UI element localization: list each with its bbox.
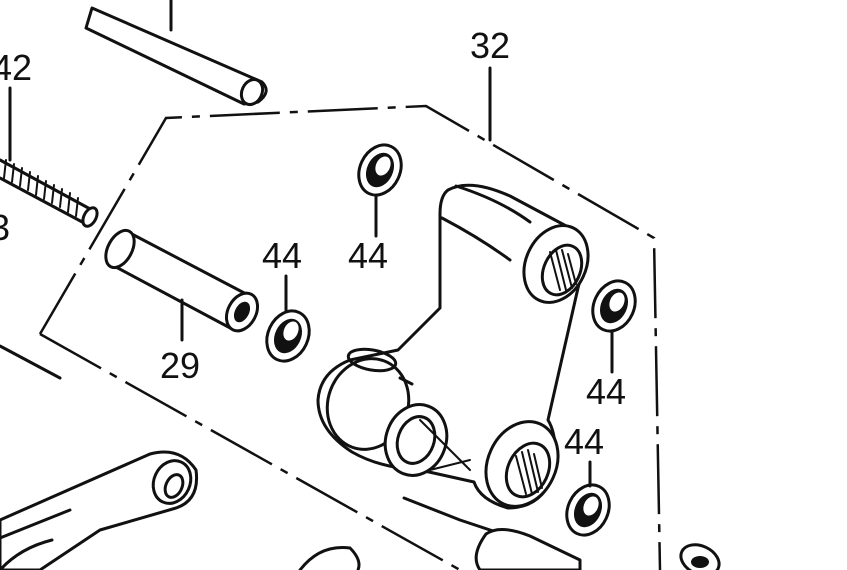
label-32: 32 — [470, 25, 510, 66]
label-44-left: 44 — [262, 235, 302, 276]
seal-44-left — [265, 274, 311, 363]
seal-44-bottom — [565, 460, 611, 537]
label-42: 42 — [0, 47, 32, 88]
kit-outline-lower — [39, 332, 461, 570]
pin-29 — [104, 228, 260, 342]
lower-bracket — [402, 496, 721, 570]
seal-44-top — [357, 143, 403, 238]
swing-arm — [0, 344, 361, 570]
label-44-right: 44 — [586, 371, 626, 412]
label-3: 3 — [0, 207, 10, 248]
label-44-bottom: 44 — [564, 421, 604, 462]
label-29: 29 — [160, 345, 200, 386]
kit-outline — [38, 104, 662, 570]
linkage-arm — [316, 183, 590, 510]
top-pin — [84, 0, 268, 107]
label-44-top: 44 — [348, 235, 388, 276]
threaded-rod — [0, 86, 99, 228]
seal-44-right — [591, 279, 637, 374]
